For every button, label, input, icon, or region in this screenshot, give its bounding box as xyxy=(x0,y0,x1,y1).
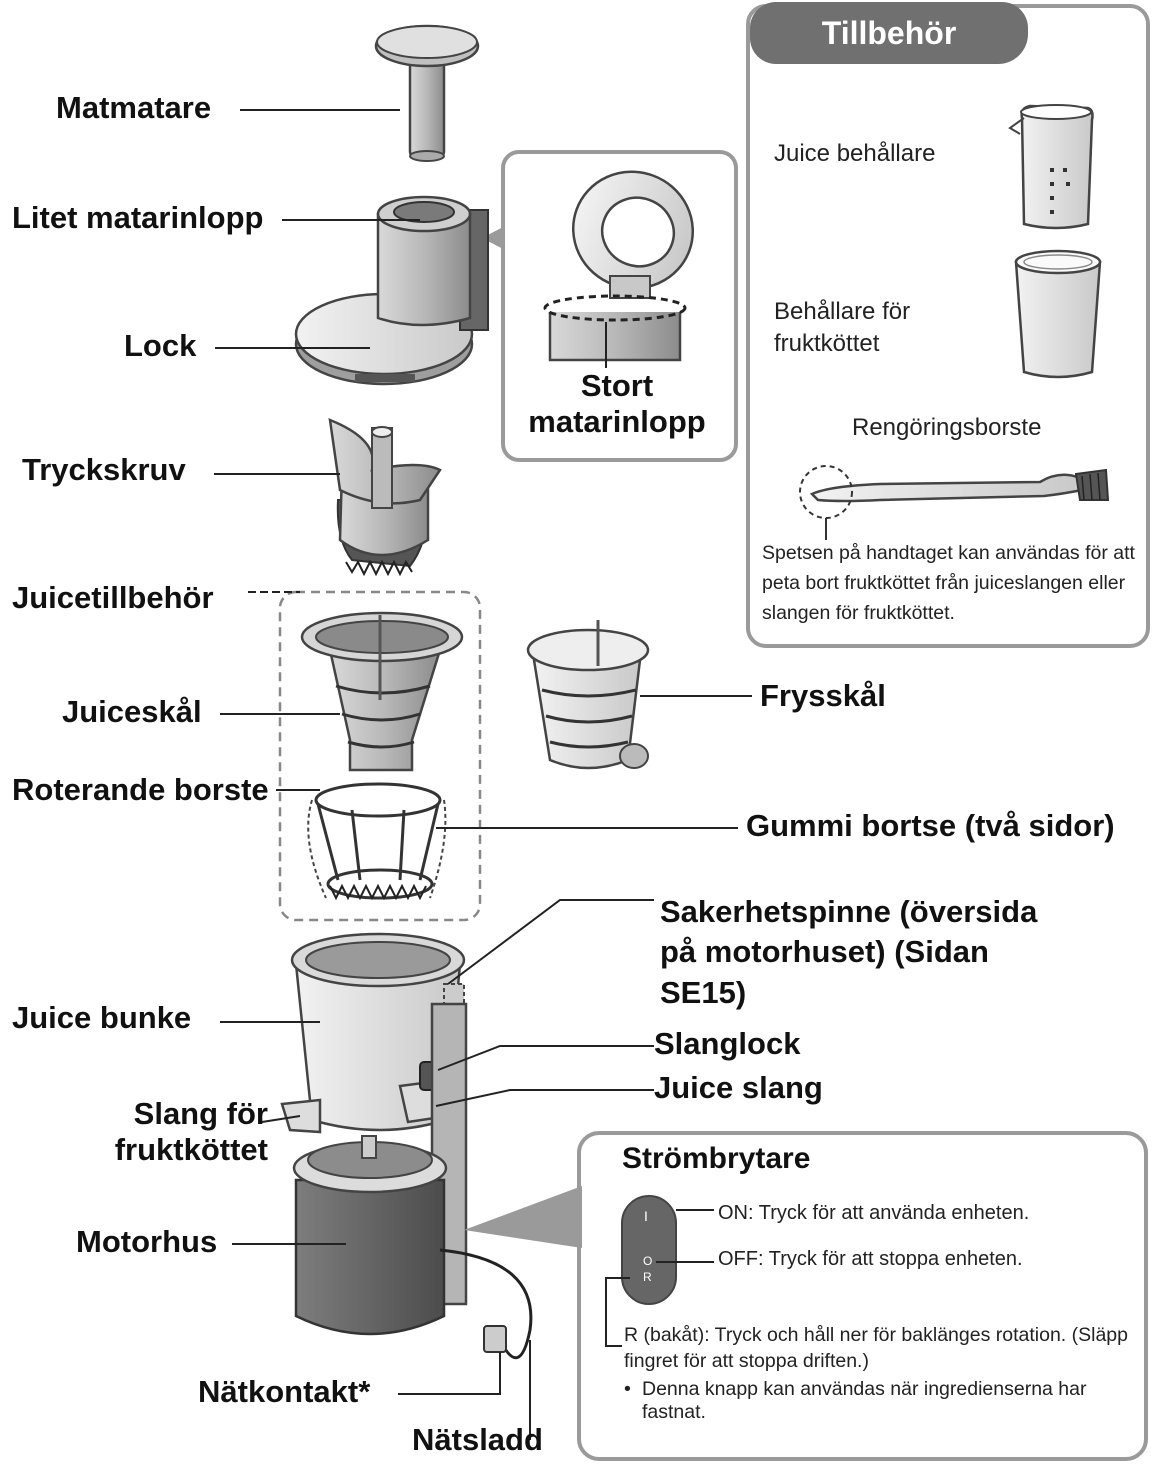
juice-accessories-group xyxy=(278,590,482,922)
food-pusher-illustration xyxy=(374,24,480,162)
power-reverse-text: R (bakåt): Tryck och håll ner för baklän… xyxy=(624,1324,1128,1373)
power-switch-illustration xyxy=(605,1195,714,1347)
label-litet-matarinlopp: Litet matarinlopp xyxy=(12,200,264,235)
label-stort-matarinlopp: Stort matarinlopp xyxy=(528,368,706,439)
pulp-container-illustration xyxy=(1014,249,1102,379)
screw-illustration xyxy=(328,418,442,577)
label-slang-fruktkottet: Slang för fruktköttet xyxy=(114,1096,268,1167)
power-on-text: ON: Tryck för att använda enheten. xyxy=(718,1202,1030,1224)
power-switch-box xyxy=(577,1131,1148,1461)
rotating-brush-illustration xyxy=(307,782,447,901)
label-lock: Lock xyxy=(124,328,197,363)
power-bullet-text: Denna knapp kan användas när ingrediense… xyxy=(642,1378,1087,1424)
off-glyph: O xyxy=(643,1254,653,1268)
reverse-glyph: R xyxy=(643,1270,652,1284)
on-glyph: I xyxy=(644,1208,648,1224)
label-sakerhetspinne: Sakerhetspinne (översida på motorhuset) … xyxy=(660,894,1038,1010)
accessory-brush-note: Spetsen på handtaget kan användas för at… xyxy=(762,542,1135,625)
cleaning-brush-illustration xyxy=(799,465,1110,540)
label-juice-slang: Juice slang xyxy=(654,1070,823,1105)
power-off-text: OFF: Tryck för att stoppa enheten. xyxy=(718,1248,1023,1270)
label-motorhus: Motorhus xyxy=(76,1224,218,1259)
motor-base-illustration xyxy=(292,1002,533,1360)
label-juiceskal: Juiceskål xyxy=(62,694,202,729)
accessory-pulp-container: Behållare för fruktköttet xyxy=(774,298,911,358)
label-matmatare: Matmatare xyxy=(56,90,212,125)
label-gummi-borste: Gummi bortse (två sidor) xyxy=(746,808,1115,843)
label-juicetillbehor: Juicetillbehör xyxy=(12,580,214,615)
juice-bowl-illustration xyxy=(300,611,464,772)
accessory-brush: Rengöringsborste xyxy=(852,414,1042,441)
accessory-juice-container: Juice behållare xyxy=(774,140,936,167)
label-frysskal: Frysskål xyxy=(760,678,886,713)
frozen-bowl-illustration xyxy=(526,620,650,770)
label-natsladd: Nätsladd xyxy=(412,1422,543,1457)
power-switch-title: Strömbrytare xyxy=(622,1142,811,1175)
label-juice-bunke: Juice bunke xyxy=(12,1000,192,1035)
label-natkontakt: Nätkontakt* xyxy=(198,1374,371,1409)
label-slanglock: Slanglock xyxy=(654,1026,801,1061)
accessories-title: Tillbehör xyxy=(750,2,1028,64)
juice-container-illustration xyxy=(1008,104,1094,230)
large-inlet-box xyxy=(501,150,738,462)
label-roterande-borste: Roterande borste xyxy=(12,772,269,807)
label-tryckskruv: Tryckskruv xyxy=(22,452,186,487)
lid-illustration xyxy=(294,195,489,386)
power-bullet-dot: • xyxy=(624,1378,631,1400)
large-inlet-illustration xyxy=(543,170,695,368)
